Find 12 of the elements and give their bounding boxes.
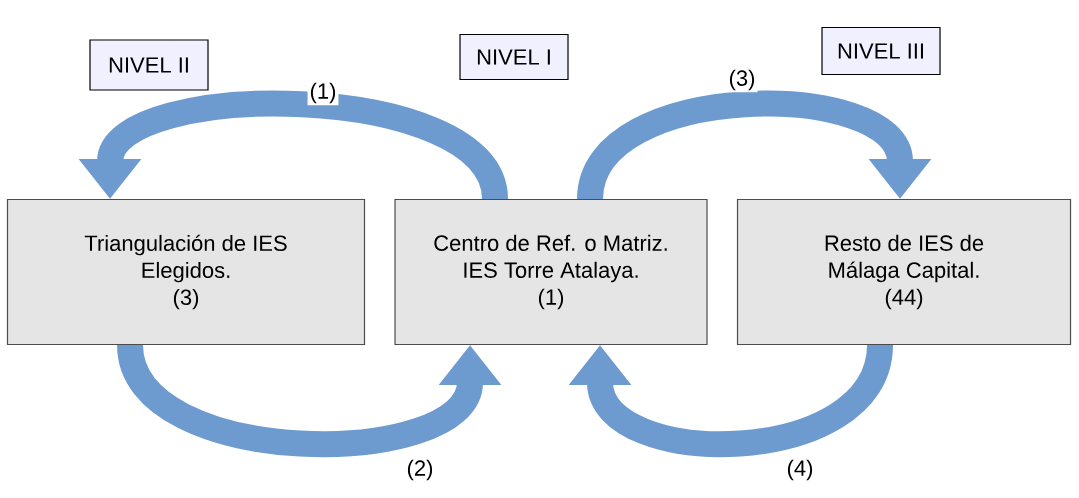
edge-label: (2) — [404, 457, 436, 483]
curved-arrow — [577, 91, 932, 202]
level-box: NIVEL III — [821, 26, 941, 76]
process-box: Resto de IES de Málaga Capital. (44) — [736, 198, 1072, 346]
process-box: Centro de Ref. o Matriz. IES Torre Atalaya. (1) — [394, 198, 708, 346]
process-box: Triangulación de IES Elegidos. (3) — [6, 198, 366, 346]
edge-label: (1) — [307, 80, 339, 106]
edge-label: (3) — [726, 67, 758, 93]
level-box: NIVEL II — [89, 39, 209, 91]
curved-arrow — [568, 342, 893, 457]
edge-label: (4) — [784, 457, 816, 483]
level-box: NIVEL I — [459, 33, 569, 81]
